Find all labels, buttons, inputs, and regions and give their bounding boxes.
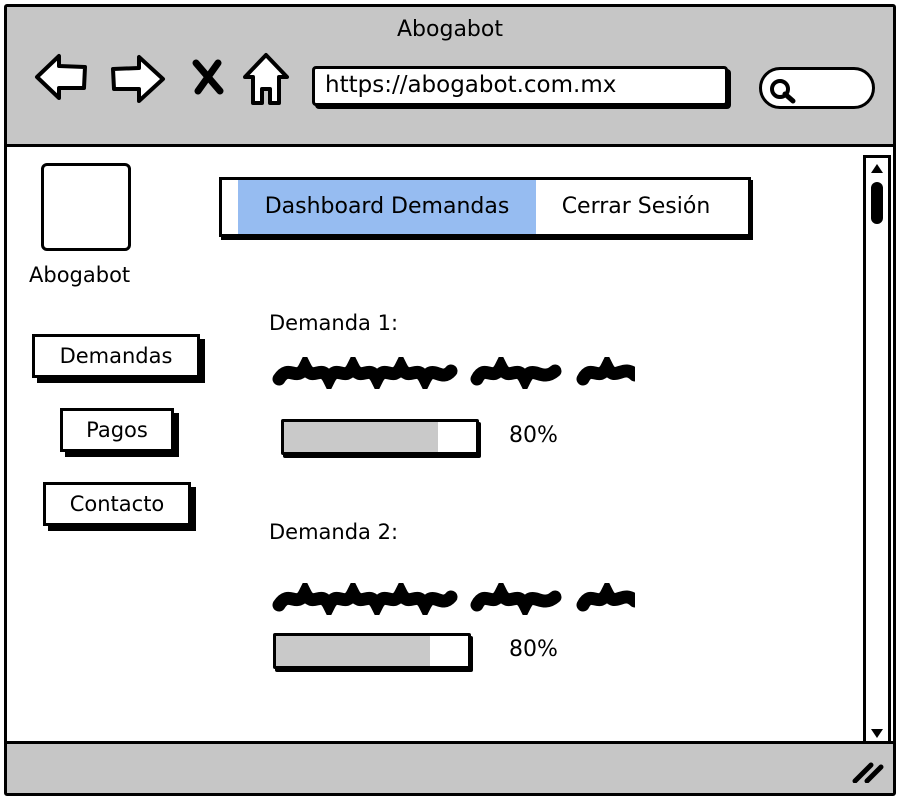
scroll-down-arrow-icon[interactable] bbox=[869, 727, 885, 741]
forward-arrow-icon[interactable] bbox=[109, 53, 167, 105]
tab-bar: Dashboard Demandas Cerrar Sesión bbox=[219, 177, 751, 237]
sidebar-item-contacto[interactable]: Contacto bbox=[43, 482, 191, 526]
logo-label: Abogabot bbox=[29, 263, 131, 287]
demanda-2-progress-label: 80% bbox=[509, 637, 558, 662]
demanda-1-progress-bar bbox=[281, 419, 479, 455]
search-icon bbox=[770, 79, 796, 104]
scroll-thumb[interactable] bbox=[871, 182, 883, 224]
home-icon[interactable] bbox=[241, 51, 291, 107]
logo-placeholder bbox=[41, 163, 131, 251]
scroll-up-arrow-icon[interactable] bbox=[869, 161, 885, 175]
demanda-2-title: Demanda 2: bbox=[269, 520, 399, 544]
demanda-2-progress-fill bbox=[276, 636, 430, 666]
back-arrow-icon[interactable] bbox=[33, 51, 89, 103]
status-bar bbox=[7, 741, 893, 793]
demanda-1-progress-fill bbox=[284, 422, 438, 452]
placeholder-text-scribble bbox=[272, 583, 635, 615]
url-input[interactable]: https://abogabot.com.mx bbox=[312, 66, 728, 106]
demanda-2-progress-bar bbox=[273, 633, 471, 669]
vertical-scrollbar[interactable] bbox=[863, 155, 891, 747]
search-input[interactable] bbox=[759, 67, 875, 109]
window-title: Abogabot bbox=[397, 17, 503, 42]
close-x-icon[interactable] bbox=[190, 59, 226, 95]
resize-grip-icon[interactable] bbox=[851, 759, 885, 783]
browser-window: Abogabot https://abogabot.com.mx Abogabo… bbox=[4, 4, 896, 796]
browser-toolbar: Abogabot https://abogabot.com.mx bbox=[7, 7, 893, 147]
tab-dashboard-demandas[interactable]: Dashboard Demandas bbox=[238, 180, 536, 234]
tab-cerrar-sesion[interactable]: Cerrar Sesión bbox=[561, 194, 711, 219]
demanda-1-title: Demanda 1: bbox=[269, 311, 399, 335]
demanda-1-progress-label: 80% bbox=[509, 423, 558, 448]
sidebar-item-demandas[interactable]: Demandas bbox=[32, 334, 200, 378]
sidebar-item-pagos[interactable]: Pagos bbox=[60, 408, 174, 452]
placeholder-text-scribble bbox=[272, 357, 635, 389]
